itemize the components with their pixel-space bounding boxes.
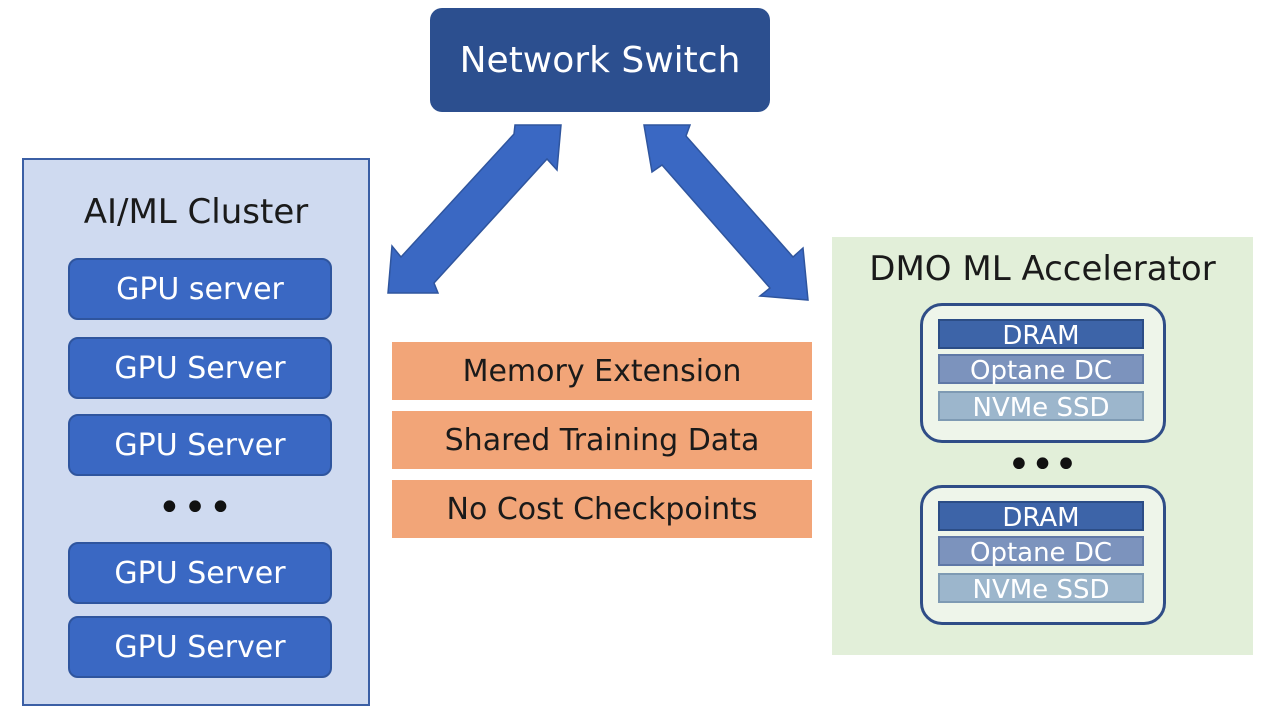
accelerator-title: DMO ML Accelerator [869,249,1216,289]
feature-label: No Cost Checkpoints [446,491,758,527]
arrow-switch-to-accelerator [643,124,809,301]
arrow-switch-to-cluster [387,124,562,294]
gpu-server-label: GPU Server [114,427,286,463]
cluster-title: AI/ML Cluster [83,192,309,232]
gpu-server-label: GPU server [116,271,284,307]
feature-shared-training-data: Shared Training Data [392,411,812,469]
gpu-server-box: GPU Server [68,616,332,678]
optane-dc-tier: Optane DC [938,536,1144,568]
feature-no-cost-checkpoints: No Cost Checkpoints [392,480,812,538]
feature-label: Shared Training Data [444,422,760,458]
gpu-server-label: GPU Server [114,350,286,386]
network-switch-label: Network Switch [459,39,741,81]
nvme-ssd-tier: NVMe SSD [938,391,1144,423]
feature-label: Memory Extension [462,353,742,389]
cluster-ellipsis: ••• [157,485,235,531]
gpu-server-label: GPU Server [114,555,286,591]
accelerator-ellipsis: ••• [1007,442,1078,488]
memory-module: DRAM Optane DC NVMe SSD [920,485,1166,625]
network-switch-box: Network Switch [430,8,770,112]
gpu-server-box: GPU Server [68,414,332,476]
memory-module: DRAM Optane DC NVMe SSD [920,303,1166,443]
gpu-server-box: GPU Server [68,337,332,399]
feature-memory-extension: Memory Extension [392,342,812,400]
optane-dc-tier: Optane DC [938,354,1144,386]
gpu-server-box: GPU Server [68,542,332,604]
ai-ml-cluster-panel: AI/ML Cluster GPU server GPU Server GPU … [22,158,370,706]
gpu-server-label: GPU Server [114,629,286,665]
gpu-server-box: GPU server [68,258,332,320]
dram-tier: DRAM [938,501,1144,533]
nvme-ssd-tier: NVMe SSD [938,573,1144,605]
dram-tier: DRAM [938,319,1144,351]
dmo-ml-accelerator-panel: DMO ML Accelerator DRAM Optane DC NVMe S… [832,237,1253,655]
